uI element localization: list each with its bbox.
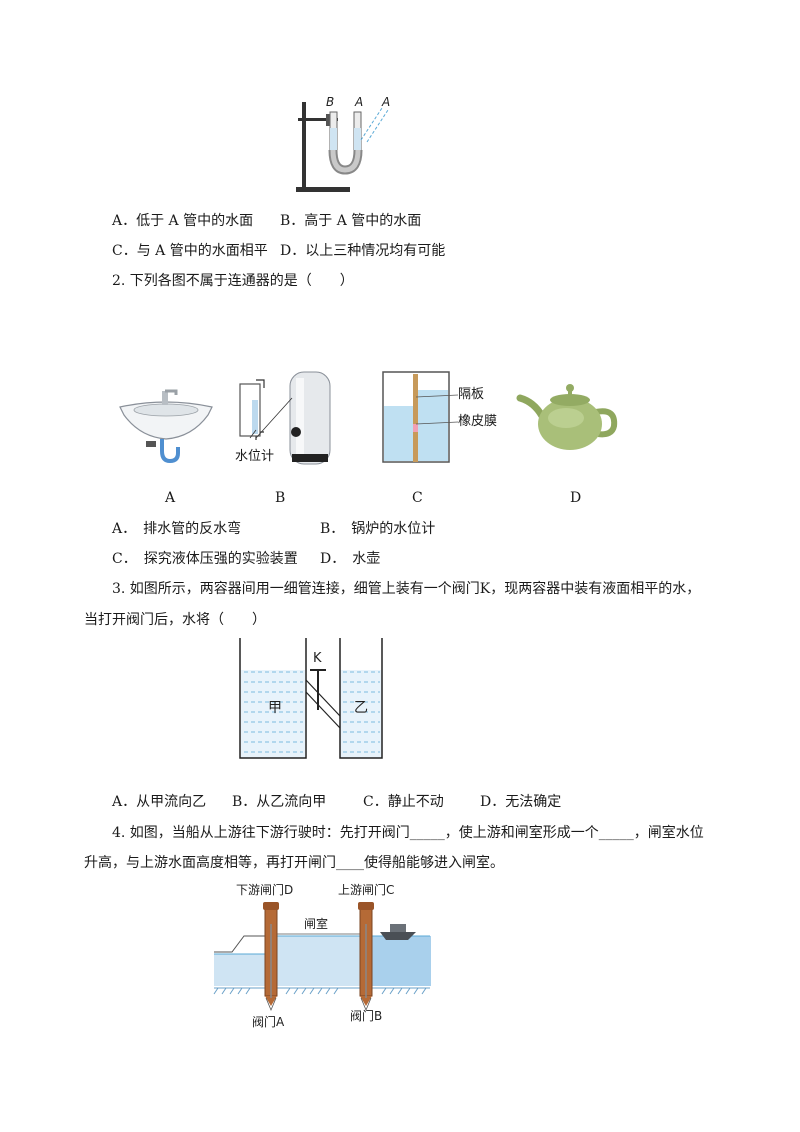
q4-ship-lock-figure: 下游闸门D 上游闸门C 闸室 阀门A 阀门B [213,882,431,1029]
q2-teapot-figure [516,384,618,450]
q4-gate-c-label: 上游闸门C [338,882,394,897]
q2-option-d: D． 水壶 [320,551,381,567]
q1-option-b: B．高于 A 管中的水面 [280,213,422,229]
q1-u-tube-figure: B A A [296,95,390,192]
q1-label-b: B [326,95,334,109]
q3-stem-line1: 3. 如图所示，两容器间用一细管连接，细管上装有一个阀门K，现两容器中装有液面相… [112,581,701,597]
q3-option-b: B．从乙流向甲 [232,794,327,810]
q4-valve-a-label: 阀门A [252,1014,285,1029]
q2-label-leader-lines [415,394,459,425]
q4-valve-b-label: 阀门B [350,1008,382,1023]
q3-option-d: D．无法确定 [480,794,562,810]
q2-partition-label: 隔板 [458,387,485,402]
q3-right-container-label: 乙 [354,700,368,716]
q4-stem-line2: 升高，与上游水面高度相等，再打开闸门____使得船能够进入闸室。 [84,855,504,871]
q2-boiler-figure [239,371,331,465]
q3-connected-containers-figure: K 甲 乙 [239,638,383,759]
q4-gate-d-label: 下游闸门D [236,882,293,897]
q4-chamber-label: 闸室 [304,916,328,931]
q4-stem-line1: 4. 如图，当船从上游往下游行驶时：先打开阀门_____，使上游和闸室形成一个_… [112,825,704,841]
q2-image-letter-d: D [570,490,582,506]
q2-option-c: C． 探究液体压强的实验装置 [112,551,298,567]
q1-option-a: A．低于 A 管中的水面 [112,213,254,229]
q1-label-a-tilted: A [381,95,390,109]
q3-left-container-label: 甲 [268,700,282,716]
q1-option-c: C．与 A 管中的水面相平 [112,243,268,259]
q3-valve-label: K [313,651,322,666]
q2-image-letter-c: C [412,490,423,506]
q2-image-letter-a: A [165,490,176,506]
q3-option-c: C．静止不动 [363,794,444,810]
q1-option-d: D．以上三种情况均有可能 [280,243,446,259]
q2-partition-container-figure [382,371,450,463]
q2-option-b: B． 锅炉的水位计 [320,521,436,537]
q3-option-a: A．从甲流向乙 [112,794,207,810]
q2-membrane-label: 橡皮膜 [458,414,498,429]
q2-water-gauge-label: 水位计 [235,449,275,464]
q2-image-letter-b: B [275,490,286,506]
q2-sink-figure [119,389,213,464]
q1-label-a: A [354,95,363,109]
q3-stem-line2: 当打开阀门后，水将（ ） [84,612,266,628]
q2-option-a: A． 排水管的反水弯 [112,521,242,537]
q2-stem: 2. 下列各图不属于连通器的是（ ） [112,273,354,289]
